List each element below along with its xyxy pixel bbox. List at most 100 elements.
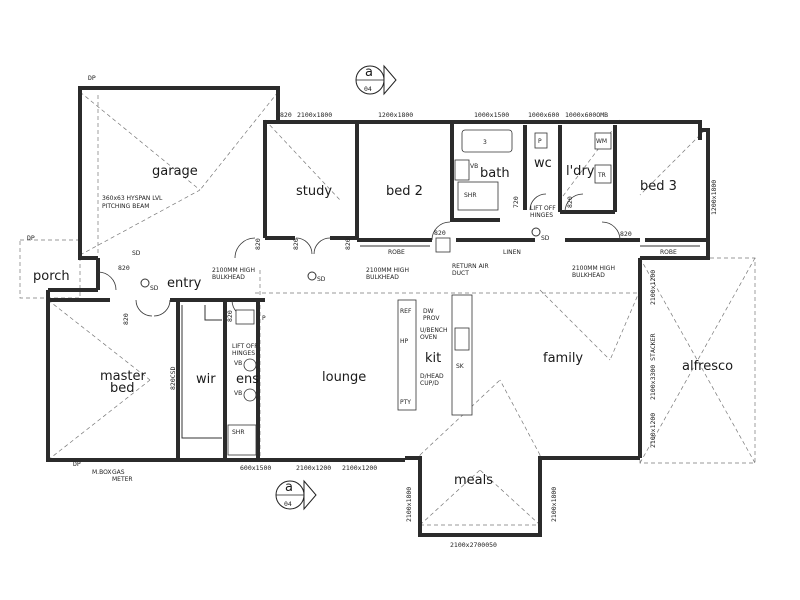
dim-wir: 820CSD: [169, 366, 177, 390]
note-sd-1: SD: [150, 285, 159, 292]
door-ldry: 820: [566, 196, 574, 208]
note-liftoff-1b: HINGES: [530, 212, 553, 219]
laundry-tub: [594, 164, 612, 184]
note-beam-2: PITCHING BEAM: [102, 203, 149, 210]
note-return-air-2: DUCT: [452, 270, 469, 277]
dp-bottom: DP: [73, 460, 81, 468]
room-lounge: lounge: [322, 370, 366, 385]
ubench-label: U/BENCH: [420, 327, 448, 334]
note-linen: LINEN: [503, 249, 521, 256]
room-ens: ens: [236, 372, 259, 387]
section-marker-top: a 04: [355, 64, 397, 96]
bath-shower: [457, 181, 499, 211]
tub-label: 3: [483, 139, 487, 146]
room-study: study: [296, 184, 332, 199]
note-bulkhead-3b: BULKHEAD: [572, 272, 605, 279]
room-alfresco: alfresco: [682, 359, 733, 374]
note-liftoff-1a: LIFT OFF: [530, 205, 556, 212]
note-liftoff-2a: LIFT OFF: [232, 343, 258, 350]
pty-label: PTY: [400, 399, 411, 406]
kitchen-island: [451, 294, 473, 416]
dp-top: DP: [88, 74, 96, 82]
smoke-detector-icon: [140, 278, 150, 288]
smoke-detector-icon: [531, 227, 541, 237]
dim-alfresco-3: 2100x1200: [649, 413, 657, 448]
wc-toilet: [534, 132, 548, 149]
room-labels: garage study bed 2 bath wc l'dry bed 3 p…: [33, 156, 733, 488]
room-garage: garage: [152, 164, 198, 179]
tr-label: TR: [597, 172, 606, 179]
note-meter: METER: [112, 476, 133, 483]
door-master: 820: [122, 313, 130, 325]
section-marker-bottom: a 04: [275, 479, 317, 511]
dim-meals-bottom: 2100x2700050: [450, 541, 497, 549]
room-meals: meals: [454, 473, 493, 488]
p-label-1: P: [538, 138, 542, 145]
room-kit: kit: [425, 351, 441, 366]
vb-label-1: VB: [470, 163, 478, 170]
room-bed2: bed 2: [386, 184, 423, 199]
dhead-label: D/HEAD: [420, 373, 444, 380]
ens-toilet: [235, 309, 255, 325]
note-bulkhead-3a: 2100MM HIGH: [572, 265, 615, 272]
dim-bed3-right: 1200x1800: [710, 180, 718, 215]
room-wc: wc: [534, 156, 552, 171]
bathtub: [461, 129, 513, 153]
ens-basin-1: [243, 358, 257, 372]
section-sheet-bottom: 04: [284, 500, 292, 508]
vb-label-2: VB: [234, 360, 242, 367]
room-entry: entry: [167, 276, 202, 291]
walls: [46, 86, 710, 537]
wm-label: WM: [596, 138, 607, 145]
section-sheet-top: 04: [364, 85, 372, 93]
ens-basin-2: [243, 388, 257, 402]
ens-shower: [227, 424, 257, 456]
note-bulkhead-2b: BULKHEAD: [366, 274, 399, 281]
note-beam-1: 360x63 HYSPAN LVL: [102, 195, 163, 202]
door-porch: 820: [118, 264, 130, 272]
kitchen-bench: [397, 299, 417, 411]
note-bulkhead-1a: 2100MM HIGH: [212, 267, 255, 274]
room-master-line1: master: [100, 369, 146, 384]
dim-ldry-top: 1000x600OMB: [565, 111, 608, 119]
return-air-duct: [435, 237, 451, 253]
dim-meals-right: 2100x1800: [550, 487, 558, 522]
door-ens: 820: [226, 310, 234, 322]
door-study-2: 820: [344, 238, 352, 250]
dim-wc-top: 1000x600: [528, 111, 559, 119]
note-sd-2: SD: [317, 276, 326, 283]
dim-alfresco-1: 2100x1200: [649, 270, 657, 305]
note-robe-1: ROBE: [388, 249, 405, 256]
dimension-labels: 820 2100x1800 1200x1800 1000x1500 1000x6…: [27, 74, 718, 549]
cupd-label: CUP/D: [420, 380, 439, 387]
dim-meals-left: 2100x1800: [405, 487, 413, 522]
smoke-detector-icon: [307, 271, 317, 281]
note-liftoff-2b: HINGES: [232, 350, 255, 357]
room-master-line2: bed: [110, 381, 135, 396]
oven-label: OVEN: [420, 334, 437, 341]
section-letter-bottom: a: [285, 480, 293, 495]
dim-bath-top: 1000x1500: [474, 111, 509, 119]
kitchen-sink: [454, 327, 470, 351]
prov-label: PROV: [423, 315, 440, 322]
hp-label: HP: [400, 338, 409, 345]
shr-label-2: SHR: [232, 429, 245, 436]
room-bath: bath: [480, 166, 510, 181]
washing-machine: [594, 132, 612, 150]
sk-label: SK: [456, 363, 465, 370]
note-return-air-1: RETURN AIR: [452, 263, 489, 270]
room-wir: wir: [196, 372, 216, 387]
room-porch: porch: [33, 269, 70, 284]
p-label-2: P: [262, 315, 266, 322]
note-sd-3: SD: [541, 235, 550, 242]
dim-garage-top: 820: [280, 111, 292, 119]
door-wc: 720: [512, 196, 520, 208]
note-bulkhead-2a: 2100MM HIGH: [366, 267, 409, 274]
room-bed3: bed 3: [640, 179, 677, 194]
dim-bed2-top: 1200x1800: [378, 111, 413, 119]
smoke-detectors: [140, 227, 541, 288]
bath-vanity: [454, 159, 470, 181]
door-bed3: 820: [620, 230, 632, 238]
ref-label: REF: [400, 308, 412, 315]
